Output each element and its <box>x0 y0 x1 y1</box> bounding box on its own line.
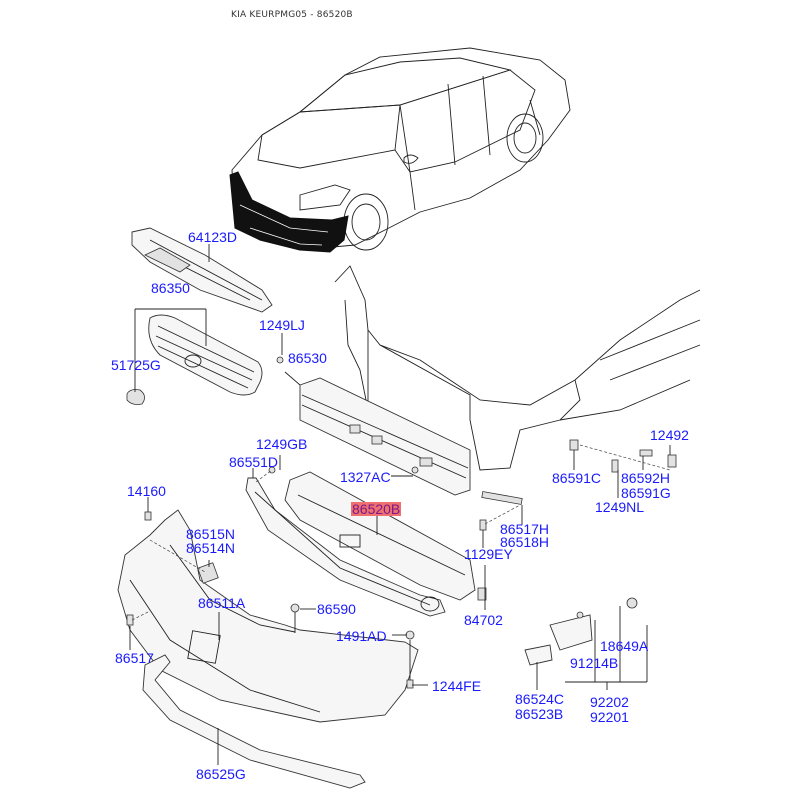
part-64123d-upper-member <box>131 227 273 313</box>
callout-92201[interactable]: 92201 <box>590 709 629 725</box>
leader-lines <box>129 244 671 765</box>
callout-1249lj[interactable]: 1249LJ <box>259 317 305 333</box>
callout-1129ey[interactable]: 1129EY <box>464 546 513 562</box>
callout-91214b[interactable]: 91214B <box>570 655 619 671</box>
part-86525g-lower-lip <box>142 654 366 789</box>
callout-1244fe[interactable]: 1244FE <box>432 678 482 694</box>
callout-1249gb[interactable]: 1249GB <box>256 436 308 452</box>
part-86530-bumper-beam <box>299 377 471 496</box>
callout-86511a[interactable]: 86511A <box>198 595 246 611</box>
callout-86590[interactable]: 86590 <box>317 601 356 617</box>
callout-86517[interactable]: 86517 <box>115 650 154 666</box>
callout-86592h[interactable]: 86592H <box>621 470 671 486</box>
callout-1327ac[interactable]: 1327AC <box>340 469 391 485</box>
part-86520b-energy-absorber <box>284 471 476 601</box>
callout-14160[interactable]: 14160 <box>127 483 166 499</box>
car-illustration <box>229 47 571 253</box>
callout-92202[interactable]: 92202 <box>590 694 629 710</box>
callout-86525g[interactable]: 86525G <box>196 766 246 782</box>
small-hardware <box>126 356 677 689</box>
callout-84702[interactable]: 84702 <box>464 612 503 628</box>
callout-86591g[interactable]: 86591G <box>621 485 671 501</box>
callout-18649a[interactable]: 18649A <box>600 638 649 654</box>
callout-86591c[interactable]: 86591C <box>552 470 602 486</box>
callout-86523b[interactable]: 86523B <box>515 706 564 722</box>
diagram-title: KIA KEURPMG05 - 86520B <box>231 10 353 20</box>
callout-1491ad[interactable]: 1491AD <box>336 628 387 644</box>
callout-86514n[interactable]: 86514N <box>186 540 236 556</box>
callout-64123d[interactable]: 64123D <box>188 229 238 245</box>
callout-86518h[interactable]: 86518H <box>500 534 550 550</box>
callout-51725g[interactable]: 51725G <box>111 357 161 373</box>
part-radiator-support <box>334 265 701 471</box>
part-86511a-bumper-cover <box>117 509 419 723</box>
callout-86350[interactable]: 86350 <box>151 280 190 296</box>
callout-86517h[interactable]: 86517H <box>500 521 550 537</box>
callout-86530[interactable]: 86530 <box>288 350 327 366</box>
part-86350-radiator-grille <box>126 314 263 405</box>
callout-86524c[interactable]: 86524C <box>515 691 565 707</box>
part-lower-grille <box>245 477 446 617</box>
car-front-bumper-highlight <box>229 171 349 253</box>
callout-86520b-highlighted[interactable]: 86520B <box>351 501 402 517</box>
callout-12492[interactable]: 12492 <box>650 427 689 443</box>
callout-1249nl[interactable]: 1249NL <box>595 499 645 515</box>
callout-86515n[interactable]: 86515N <box>186 526 236 542</box>
callout-86551d[interactable]: 86551D <box>229 454 279 470</box>
